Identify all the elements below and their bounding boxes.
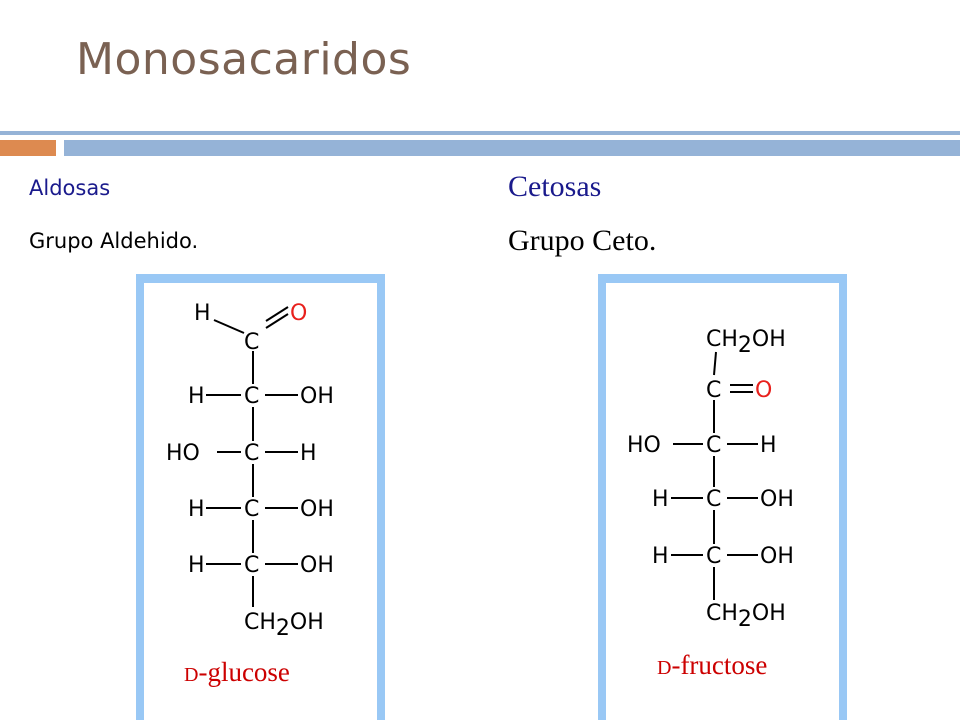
aldehyde-group-text: Grupo Aldehido. [29,229,199,253]
glucose-r5-carbon: C [244,553,259,578]
glucose-caption-name: -glucose [198,657,290,687]
glucose-ch2oh: CH2OH [244,610,324,641]
glucose-r2-left: H [188,384,205,409]
slide-title: Monosacaridos [76,34,412,85]
glucose-r2-carbon: C [244,384,259,409]
aldosas-heading: Aldosas [29,176,111,200]
fructose-r5-right: OH [760,544,794,569]
keto-group-text: Grupo Ceto. [508,224,657,257]
glucose-structure-frame [136,274,385,720]
glucose-r5-left: H [188,553,205,578]
fructose-r4-left: H [652,487,669,512]
header-band-accent [0,140,56,156]
glucose-r3-carbon: C [244,441,259,466]
glucose-r4-carbon: C [244,497,259,522]
fructose-r4-carbon: C [706,487,721,512]
fructose-top-ch2oh: CH2OH [706,327,786,358]
fructose-bond-c1-c2 [713,351,717,376]
glucose-r3-right: H [300,441,317,466]
glucose-double-bond-a [265,306,289,322]
glucose-r4-left: H [188,497,205,522]
glucose-bond-h-c1 [213,319,245,334]
glucose-r5-right: OH [300,553,334,578]
glucose-r2-right: OH [300,384,334,409]
cetosas-heading: Cetosas [508,170,602,203]
fructose-caption: D-fructose [657,650,767,681]
fructose-caption-name: -fructose [671,650,768,680]
glucose-top-h: H [194,301,211,326]
fructose-r4-right: OH [760,487,794,512]
fructose-r3-left: HO [627,433,661,458]
fructose-r5-carbon: C [706,544,721,569]
fructose-r3-carbon: C [706,433,721,458]
fructose-structure-frame [598,274,847,720]
fructose-r3-right: H [760,433,777,458]
fructose-r5-left: H [652,544,669,569]
glucose-r4-right: OH [300,497,334,522]
glucose-aldehyde-oxygen: O [290,301,307,326]
glucose-caption-prefix: D [184,664,199,686]
fructose-bottom-ch2oh: CH2OH [706,601,786,632]
header-band-bar [64,140,960,156]
glucose-double-bond-b [265,313,289,329]
fructose-caption-prefix: D [657,657,672,679]
header-band-line [0,131,960,135]
glucose-c1: C [244,330,259,355]
glucose-r3-left: HO [166,441,200,466]
fructose-c2: C [706,378,721,403]
glucose-caption: D-glucose [184,657,290,688]
fructose-keto-oxygen: O [755,378,772,403]
